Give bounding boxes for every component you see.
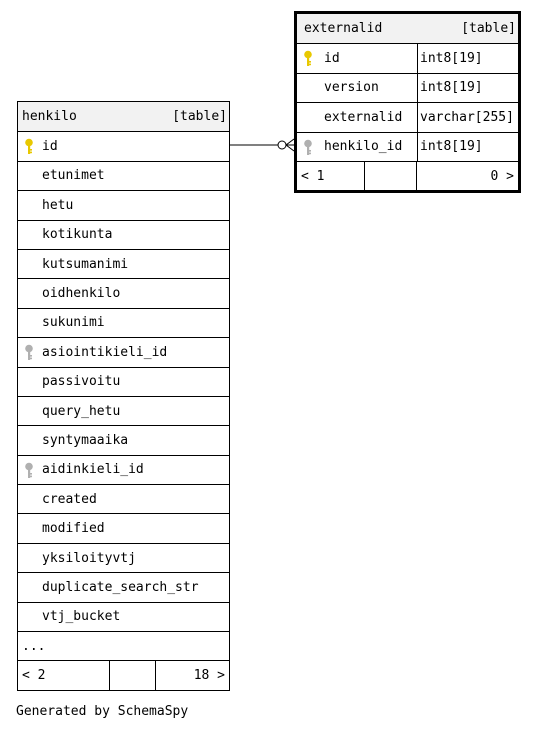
table-name: externalid bbox=[304, 21, 383, 37]
parent-count[interactable]: < 2 bbox=[22, 668, 46, 684]
generator-credit: Generated by SchemaSpy bbox=[16, 704, 189, 719]
column-name: query_hetu bbox=[42, 403, 121, 419]
column-divider bbox=[417, 103, 418, 132]
column-row[interactable]: syntymaaika bbox=[18, 425, 229, 454]
footer-divider bbox=[416, 161, 417, 191]
henkilo-table[interactable]: henkilo [table] id etunimet hetu kotikunta k… bbox=[17, 101, 230, 691]
column-row[interactable]: duplicate_search_str bbox=[18, 572, 229, 601]
key-icon-gray bbox=[304, 139, 312, 155]
child-count[interactable]: 0 > bbox=[490, 168, 514, 184]
key-icon-gray bbox=[25, 462, 33, 478]
table-kind: [table] bbox=[172, 109, 227, 125]
column-name: syntymaaika bbox=[42, 432, 129, 448]
footer-divider bbox=[109, 661, 110, 690]
column-name: vtj_bucket bbox=[42, 609, 121, 625]
table-footer: < 2 18 > bbox=[18, 660, 229, 690]
column-type: int8[19] bbox=[420, 139, 483, 155]
table-header: externalid [table] bbox=[297, 14, 518, 44]
column-name: passivoitu bbox=[42, 374, 121, 390]
key-icon-gray bbox=[25, 344, 33, 361]
column-name: id bbox=[42, 139, 58, 155]
column-name: etunimet bbox=[42, 168, 105, 184]
column-name: henkilo_id bbox=[324, 139, 403, 155]
column-row[interactable]: etunimet bbox=[18, 160, 229, 190]
column-name: kutsumanimi bbox=[42, 256, 129, 272]
column-row[interactable]: created bbox=[18, 484, 229, 513]
column-row[interactable]: kutsumanimi bbox=[18, 248, 229, 278]
column-type: varchar[255] bbox=[420, 109, 514, 125]
key-icon-yellow bbox=[304, 51, 312, 67]
column-type: int8[19] bbox=[420, 51, 483, 67]
column-row[interactable]: henkilo_id int8[19] bbox=[297, 131, 518, 161]
column-row[interactable]: version int8[19] bbox=[297, 72, 518, 103]
column-name: aidinkieli_id bbox=[42, 462, 144, 478]
column-row[interactable]: query_hetu bbox=[18, 395, 229, 425]
table-kind: [table] bbox=[461, 21, 516, 37]
column-divider bbox=[417, 132, 418, 161]
column-row[interactable]: aidinkieli_id bbox=[18, 454, 229, 484]
column-divider bbox=[417, 44, 418, 73]
column-name: externalid bbox=[324, 109, 403, 125]
externalid-table[interactable]: externalid [table] id int8[19] version int8… bbox=[294, 11, 521, 194]
column-row[interactable]: vtj_bucket bbox=[18, 601, 229, 631]
column-divider bbox=[417, 73, 418, 103]
column-row[interactable]: oidhenkilo bbox=[18, 278, 229, 307]
column-name: duplicate_search_str bbox=[42, 579, 199, 595]
table-footer: < 1 0 > bbox=[297, 160, 518, 191]
more-columns: ... bbox=[22, 638, 46, 654]
column-name: hetu bbox=[42, 197, 74, 213]
zero-marker bbox=[277, 140, 287, 150]
column-name: kotikunta bbox=[42, 227, 113, 243]
column-row[interactable]: asiointikieli_id bbox=[18, 337, 229, 366]
crowfoot-lower bbox=[285, 144, 295, 152]
child-count[interactable]: 18 > bbox=[193, 668, 225, 684]
crowfoot-upper bbox=[285, 138, 295, 146]
footer-divider bbox=[364, 161, 365, 191]
column-row[interactable]: passivoitu bbox=[18, 366, 229, 396]
column-row[interactable]: sukunimi bbox=[18, 307, 229, 337]
column-row[interactable]: modified bbox=[18, 513, 229, 542]
table-name: henkilo bbox=[22, 109, 77, 125]
column-row[interactable]: hetu bbox=[18, 190, 229, 219]
column-name: yksiloityvtj bbox=[42, 550, 136, 566]
column-type: int8[19] bbox=[420, 80, 483, 96]
column-name: created bbox=[42, 491, 97, 507]
column-name: asiointikieli_id bbox=[42, 344, 168, 360]
key-icon-yellow bbox=[25, 139, 33, 155]
table-header: henkilo [table] bbox=[18, 102, 229, 132]
column-name: sukunimi bbox=[42, 315, 105, 331]
parent-count[interactable]: < 1 bbox=[301, 168, 325, 184]
column-name: oidhenkilo bbox=[42, 286, 121, 302]
column-row[interactable]: id int8[19] bbox=[297, 43, 518, 73]
footer-divider bbox=[155, 661, 156, 690]
column-name: version bbox=[324, 80, 379, 96]
column-row[interactable]: externalid varchar[255] bbox=[297, 102, 518, 132]
column-row[interactable]: yksiloityvtj bbox=[18, 542, 229, 572]
column-name: modified bbox=[42, 521, 105, 537]
column-row[interactable]: kotikunta bbox=[18, 219, 229, 249]
column-row[interactable]: id bbox=[18, 131, 229, 160]
column-name: id bbox=[324, 51, 340, 67]
more-columns-row: ... bbox=[18, 631, 229, 660]
